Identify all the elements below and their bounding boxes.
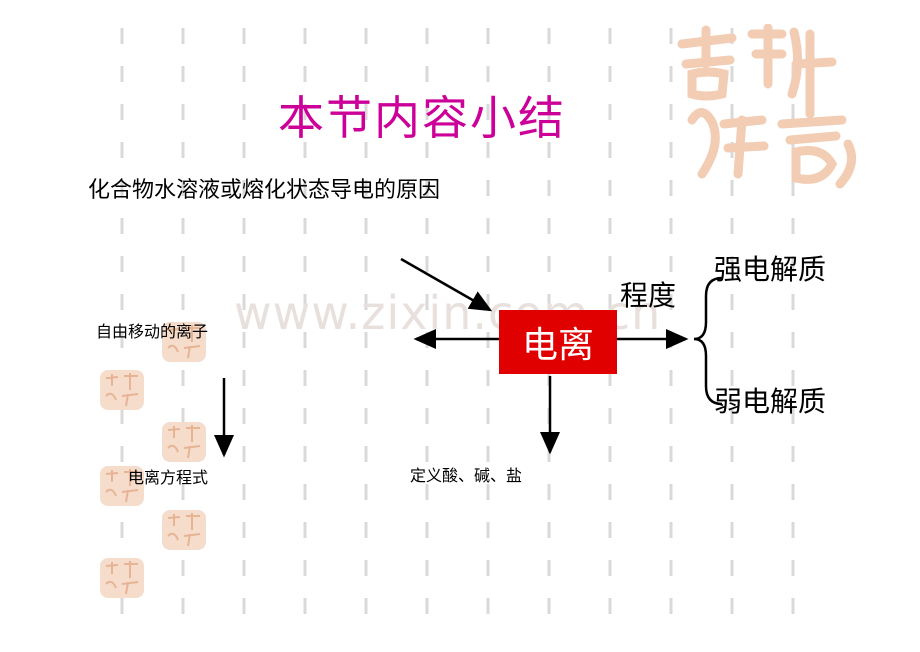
label-degree: 程度 xyxy=(620,279,677,312)
center-box-label: 电离 xyxy=(521,325,594,366)
seal-logo-small-5 xyxy=(100,558,144,598)
seal-logo-small-6 xyxy=(162,322,206,362)
center-box-ionization: 电离 xyxy=(499,310,617,374)
slide-title: 本节内容小结 xyxy=(278,91,566,145)
label-ionization-equation: 电离方程式 xyxy=(128,468,209,487)
arrow-into-center xyxy=(400,257,493,312)
label-define-acid-base-salt: 定义酸、碱、盐 xyxy=(410,466,523,485)
seal-logo-small-4 xyxy=(162,510,206,550)
seal-logo-small-3 xyxy=(100,466,144,506)
seal-logo-small-1 xyxy=(100,370,144,410)
label-free-ions: 自由移动的离子 xyxy=(96,322,209,341)
seal-logo-large xyxy=(677,24,857,189)
intro-text: 化合物水溶液或熔化状态导电的原因 xyxy=(88,178,441,203)
label-strong-electrolyte: 强电解质 xyxy=(714,253,827,286)
label-weak-electrolyte: 弱电解质 xyxy=(714,385,827,418)
seal-logo-small-2 xyxy=(162,422,206,462)
brace xyxy=(693,276,723,406)
